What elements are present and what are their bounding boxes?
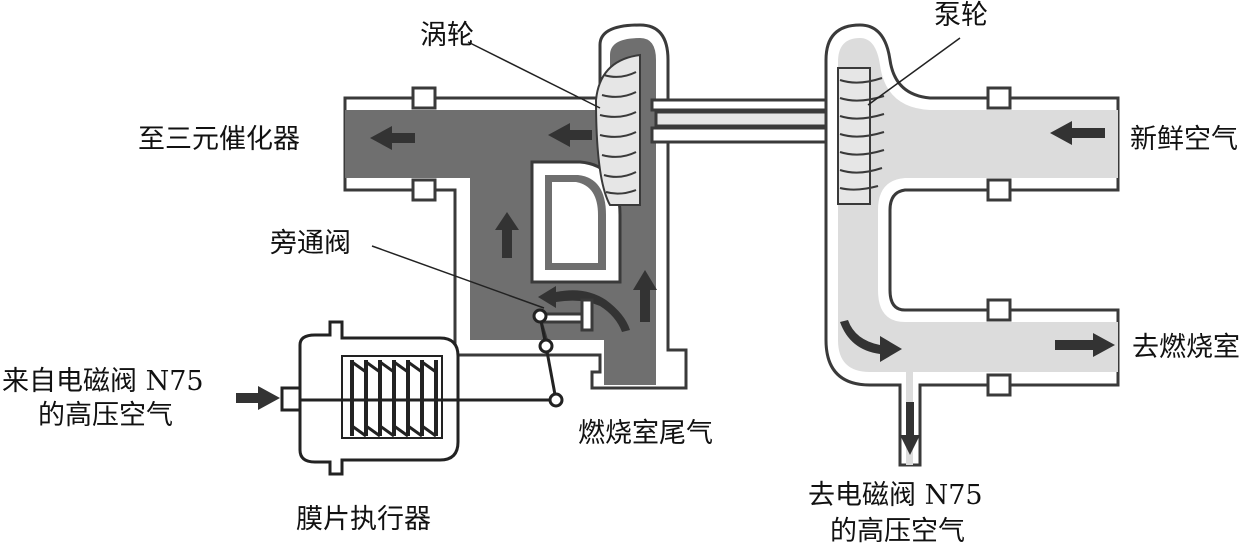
- pressure-input-arrow-icon: [236, 386, 280, 410]
- arrow-left-icon: [548, 123, 592, 147]
- to-catalyst-label: 至三元催化器: [138, 124, 300, 155]
- exhaust-flow-arrows: [370, 123, 657, 332]
- arrow-left-icon: [1050, 121, 1105, 145]
- arrow-left-icon: [370, 126, 415, 150]
- compressor-label: 泵轮: [934, 0, 988, 31]
- arrow-right-icon: [1055, 333, 1115, 357]
- turbine-label: 涡轮: [420, 20, 474, 51]
- arrow-down-icon: [900, 402, 920, 455]
- diaphragm-actuator: [236, 308, 564, 476]
- turbo-shaft: [650, 98, 834, 144]
- to-solenoid-label-line2: 的高压空气: [830, 516, 965, 547]
- actuator-linkage: [532, 308, 564, 408]
- leader-lines: [371, 37, 961, 309]
- bypass-valve-label: 旁通阀: [270, 228, 351, 259]
- intake-pipe-flange: [986, 86, 1012, 397]
- arrow-up-icon: [495, 212, 519, 258]
- exhaust-label: 燃烧室尾气: [578, 418, 713, 449]
- intake-housing: [824, 23, 1120, 467]
- exhaust-housing: [343, 23, 688, 390]
- arrow-up-icon: [633, 270, 657, 322]
- from-solenoid-label-line1: 来自电磁阀 N75: [2, 366, 204, 397]
- actuator-label: 膜片执行器: [296, 504, 431, 535]
- exhaust-pipe-flange: [411, 86, 437, 202]
- from-solenoid-label-line2: 的高压空气: [38, 400, 173, 431]
- turbine-wheel: [594, 53, 641, 206]
- curved-arrow-icon: [840, 320, 902, 362]
- compressor-wheel: [837, 67, 885, 205]
- fresh-air-label: 新鲜空气: [1130, 124, 1238, 155]
- actuator-spring: [350, 360, 438, 438]
- bypass-flow-arrow-icon: [538, 286, 630, 332]
- to-solenoid-label-line1: 去电磁阀 N75: [808, 480, 983, 511]
- to-combustion-label: 去燃烧室: [1132, 332, 1240, 363]
- intake-flow-arrows: [840, 121, 1115, 455]
- intake-air-flow: [838, 38, 1118, 465]
